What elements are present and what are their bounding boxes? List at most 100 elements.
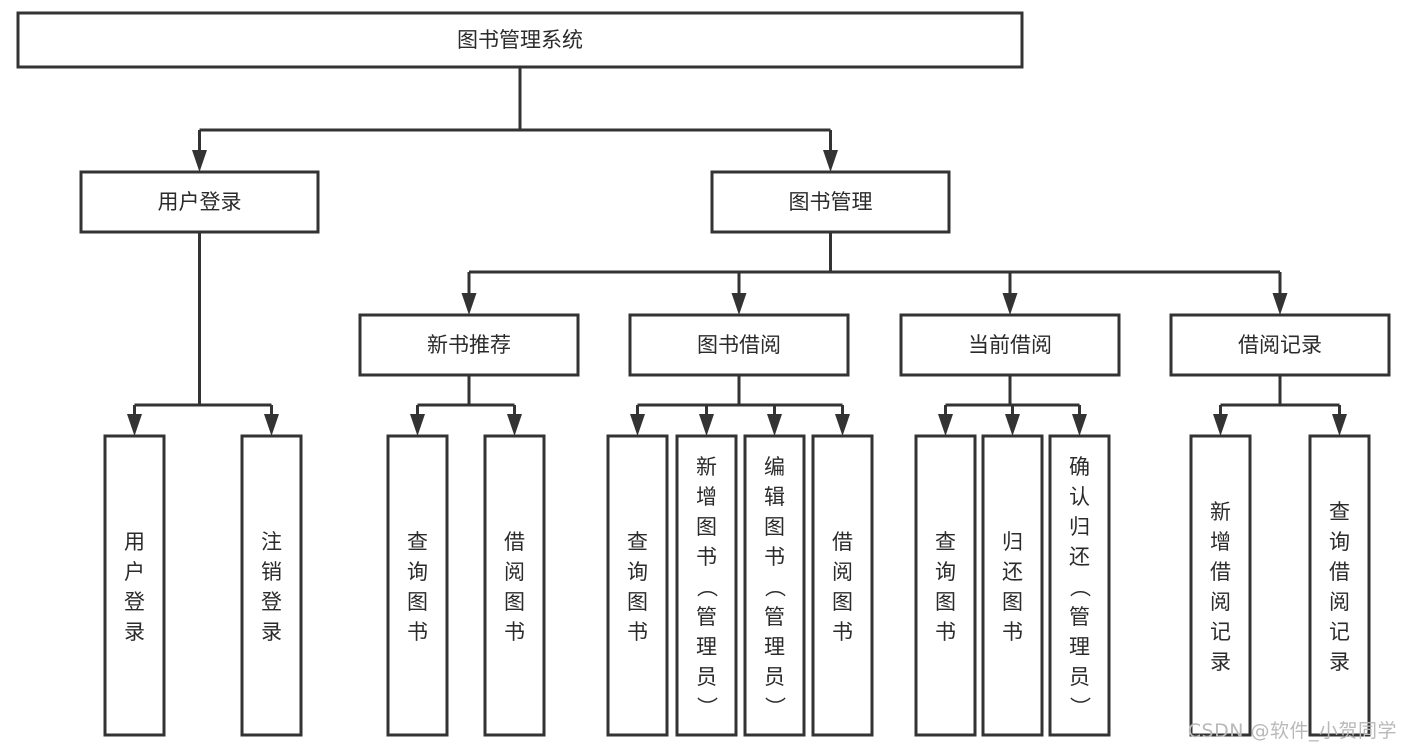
node-label-char: ） <box>1068 696 1092 717</box>
node-label-char: 认 <box>1069 485 1090 509</box>
node-label-char: 管 <box>764 605 785 629</box>
node-leaf-borrow-book-1[interactable]: 借阅图书借阅图书 <box>483 434 546 737</box>
arrow-head-icon <box>835 414 850 436</box>
node-label: 图书借阅 <box>697 333 781 357</box>
node-box[interactable] <box>1308 434 1371 737</box>
node-box[interactable] <box>240 434 303 737</box>
node-box[interactable] <box>483 434 546 737</box>
node-label-char: 录 <box>124 620 145 644</box>
node-label-char: 阅 <box>504 560 525 584</box>
node-label-char: 理 <box>764 635 785 659</box>
node-leaf-add-record[interactable]: 新增借阅记录新增借阅记录 <box>1189 434 1252 737</box>
node-box[interactable] <box>358 313 580 377</box>
node-label-char: 书 <box>504 620 525 644</box>
node-label-char: 员 <box>764 665 785 689</box>
node-box[interactable] <box>710 170 951 234</box>
node-box[interactable] <box>628 313 850 377</box>
node-label-char: ） <box>763 696 787 717</box>
node-label: 图书管理系统 <box>457 28 583 52</box>
connector-group-book-borrow <box>630 375 850 436</box>
arrow-head-icon <box>938 414 953 436</box>
node-box[interactable] <box>16 11 1024 69</box>
node-label-char: 用 <box>124 530 145 554</box>
node-label-char: 图 <box>696 515 717 539</box>
node-leaf-return-book[interactable]: 归还图书归还图书 <box>981 434 1044 737</box>
arrow-head-icon <box>1072 414 1087 436</box>
node-label-char: 查 <box>407 530 428 554</box>
node-label-char: 录 <box>261 620 282 644</box>
node-label-char: 询 <box>407 560 428 584</box>
node-label-char: 查 <box>627 530 648 554</box>
node-book-manage[interactable]: 图书管理 <box>710 170 951 234</box>
node-root[interactable]: 图书管理系统 <box>16 11 1024 69</box>
node-label-char: （ <box>1068 576 1092 597</box>
node-label-char: 书 <box>832 620 853 644</box>
arrow-head-icon <box>461 293 477 315</box>
node-box[interactable] <box>981 434 1044 737</box>
node-label-char: 询 <box>627 560 648 584</box>
arrow-head-icon <box>731 293 747 315</box>
node-new-book-recommend[interactable]: 新书推荐 <box>358 313 580 377</box>
node-box[interactable] <box>386 434 449 737</box>
node-label-char: 书 <box>407 620 428 644</box>
node-box[interactable] <box>675 434 738 737</box>
node-leaf-borrow-book-2[interactable]: 借阅图书借阅图书 <box>811 434 874 737</box>
node-label-char: 增 <box>1210 530 1231 554</box>
node-label-char: 借 <box>1329 560 1350 584</box>
node-label-char: 书 <box>1002 620 1023 644</box>
node-leaf-query-book-1[interactable]: 查询图书查询图书 <box>386 434 449 737</box>
arrow-head-icon <box>192 150 207 172</box>
node-box[interactable] <box>811 434 874 737</box>
node-label-char: 记 <box>1329 620 1350 644</box>
connector-group-user-login <box>127 232 279 436</box>
arrow-head-icon <box>1002 293 1018 315</box>
arrow-head-icon <box>1272 293 1288 315</box>
node-label-char: 员 <box>696 665 717 689</box>
arrow-head-icon <box>823 150 838 172</box>
node-leaf-user-login[interactable]: 用户登录用户登录 <box>103 434 166 737</box>
node-current-borrow[interactable]: 当前借阅 <box>899 313 1121 377</box>
node-box[interactable] <box>606 434 669 737</box>
arrow-head-icon <box>1005 414 1020 436</box>
node-leaf-logout[interactable]: 注销登录注销登录 <box>240 434 303 737</box>
node-label-char: 书 <box>696 545 717 569</box>
node-label-char: 还 <box>1069 545 1090 569</box>
node-box[interactable] <box>79 170 320 234</box>
node-label-char: 查 <box>935 530 956 554</box>
node-leaf-query-record[interactable]: 查询借阅记录查询借阅记录 <box>1308 434 1371 737</box>
node-box[interactable] <box>1169 313 1391 377</box>
node-box[interactable] <box>899 313 1121 377</box>
node-leaf-query-book-3[interactable]: 查询图书查询图书 <box>914 434 977 737</box>
connector-group-current-borrow <box>938 375 1087 436</box>
node-label-char: 图 <box>627 590 648 614</box>
node-label-char: 记 <box>1210 620 1231 644</box>
node-label-char: 登 <box>261 590 282 614</box>
node-box[interactable] <box>103 434 166 737</box>
node-label: 借阅记录 <box>1238 333 1322 357</box>
arrow-head-icon <box>264 414 279 436</box>
node-box[interactable] <box>914 434 977 737</box>
node-label-char: 阅 <box>1210 590 1231 614</box>
node-label-char: 销 <box>261 560 282 584</box>
node-label-char: 书 <box>627 620 648 644</box>
node-label-char: 归 <box>1002 530 1023 554</box>
connector-layer <box>127 67 1347 436</box>
node-book-borrow[interactable]: 图书借阅 <box>628 313 850 377</box>
node-user-login[interactable]: 用户登录 <box>79 170 320 234</box>
node-borrow-record[interactable]: 借阅记录 <box>1169 313 1391 377</box>
node-label-char: 员 <box>1069 665 1090 689</box>
node-label-char: 查 <box>1329 500 1350 524</box>
node-box[interactable] <box>743 434 806 737</box>
node-label-char: 图 <box>764 515 785 539</box>
node-label-char: 图 <box>832 590 853 614</box>
node-box[interactable] <box>1048 434 1111 737</box>
node-label-char: 借 <box>504 530 525 554</box>
node-leaf-query-book-2[interactable]: 查询图书查询图书 <box>606 434 669 737</box>
arrow-head-icon <box>127 414 142 436</box>
node-box[interactable] <box>1189 434 1252 737</box>
node-label-char: 录 <box>1329 650 1350 674</box>
